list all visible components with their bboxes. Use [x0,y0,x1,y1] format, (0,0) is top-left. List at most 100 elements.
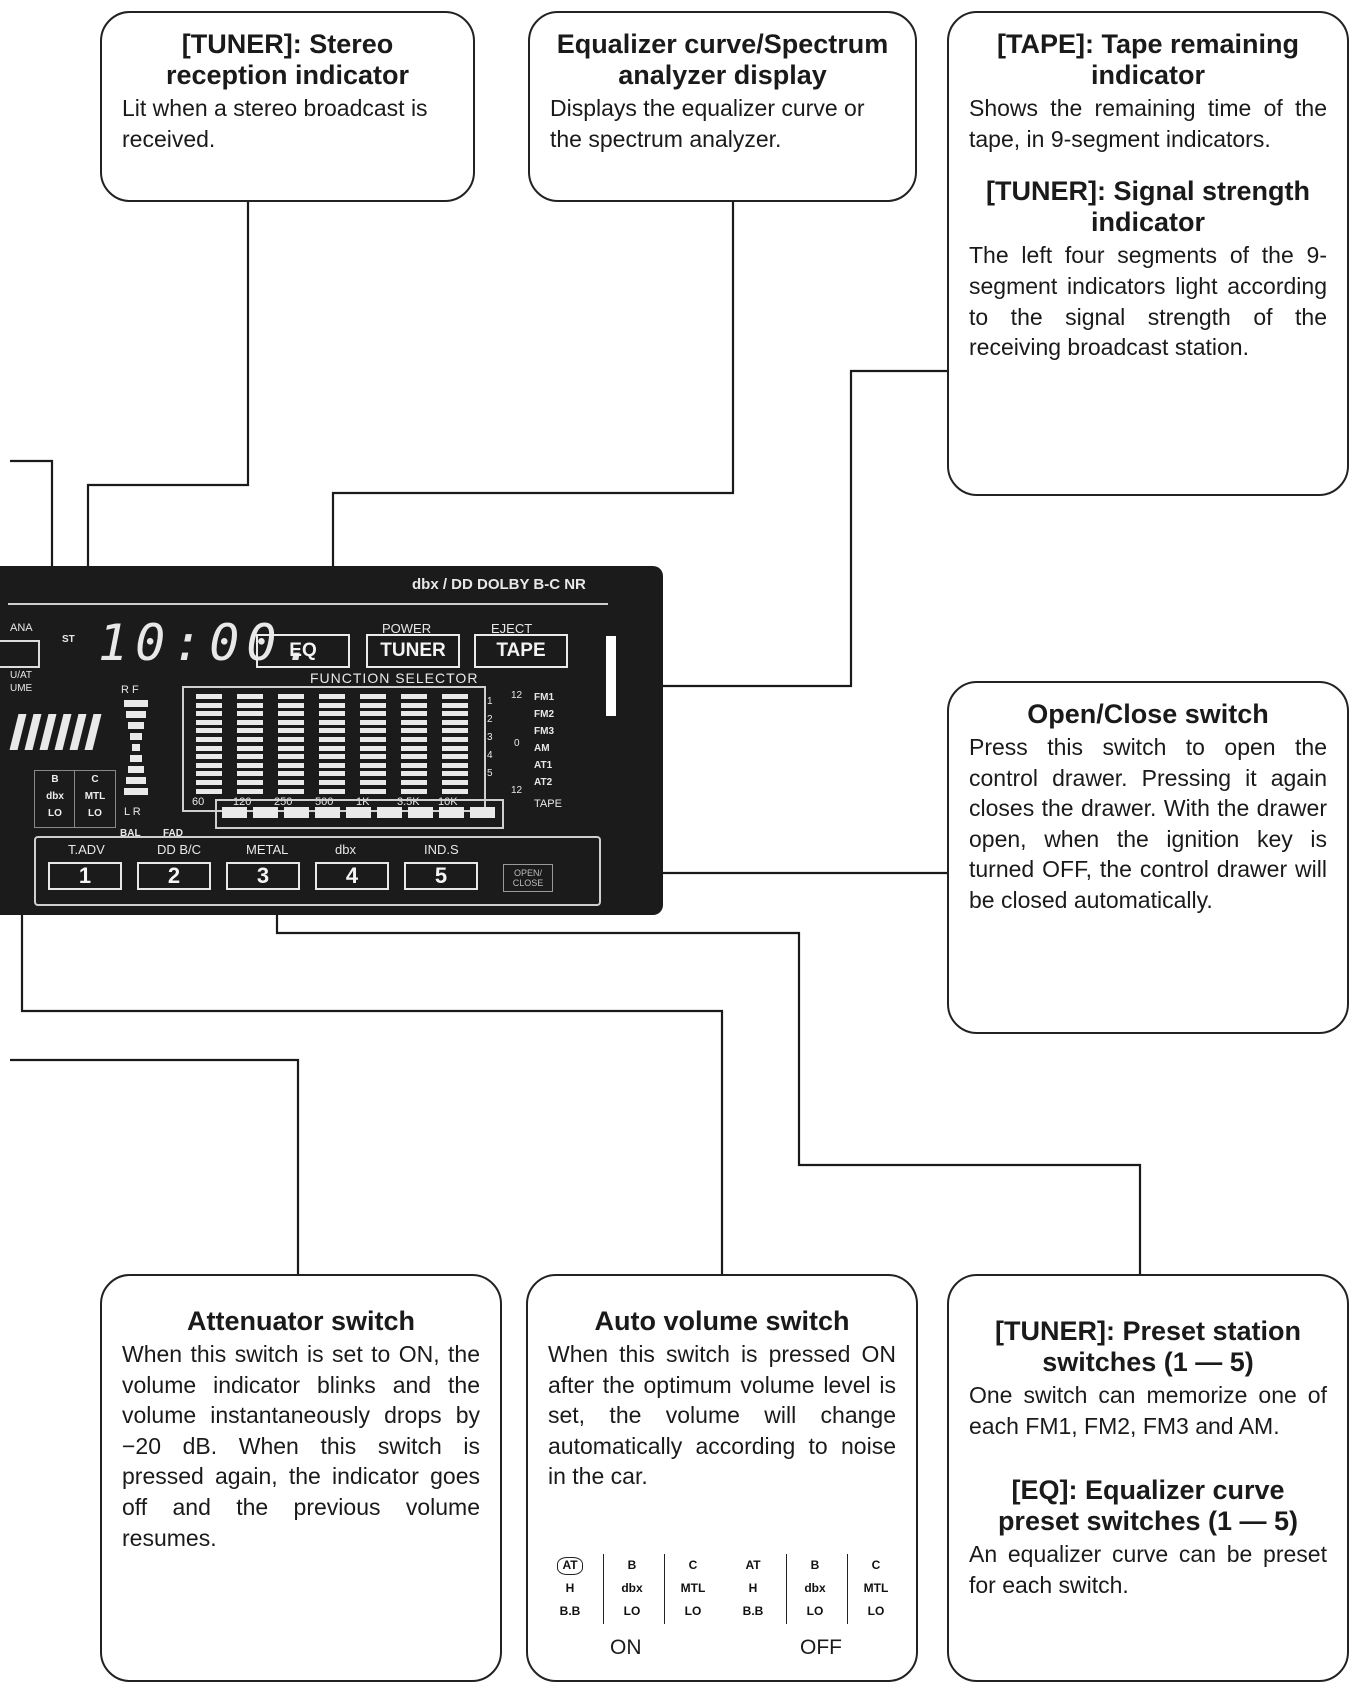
eq-segment [278,719,304,725]
eq-segment [319,719,345,725]
eq-segment [319,754,345,760]
indicator-bot: LO [684,1603,702,1618]
indicator-mid: MTL [863,1580,889,1595]
tuner-button[interactable]: TUNER [366,634,460,668]
band-label: FM2 [534,709,554,720]
callout-title: [TUNER]: Preset station switches (1 — 5) [994,1316,1302,1378]
signal-segment [128,722,144,729]
eq-segment [319,771,345,777]
preset-button-4[interactable]: 4 [315,862,389,890]
preset-button-2[interactable]: 2 [137,862,211,890]
eq-segment [196,745,222,751]
eq-segment [360,728,386,734]
callout-text: When this switch is pressed ON after the… [548,1341,896,1490]
eq-segment [401,694,427,699]
tape-segment [315,807,340,818]
eq-segment [401,771,427,777]
eq-segment [360,711,386,717]
volume-segment [39,714,57,750]
eq-segment [360,788,386,794]
callout-text: Press this switch to open the control dr… [969,734,1327,913]
indicator-top: B [810,1558,820,1572]
signal-segment [126,777,146,784]
preset-button-3[interactable]: 3 [226,862,300,890]
eq-segment [319,762,345,768]
tape-label-small: TAPE [534,798,562,810]
preset-button-5[interactable]: 5 [404,862,478,890]
scale-mid: 0 [514,738,520,749]
tape-segment [470,807,495,818]
callout-text: Displays the equalizer curve or the spec… [550,95,865,152]
bal-label: BAL [120,828,141,839]
eq-segment [360,702,386,708]
eq-segment [196,728,222,734]
eq-segment [237,737,263,742]
open-close-button[interactable]: OPEN/ CLOSE [503,864,553,892]
eq-segment [401,702,427,708]
callout-title: Equalizer curve/Spectrum analyzer displa… [556,29,889,91]
tape-remaining-bar [215,799,504,829]
signal-segment [128,766,144,773]
side-notch [606,636,616,716]
eq-segment [278,771,304,777]
line-left-bottom [20,885,724,1274]
preset-button-1[interactable]: 1 [48,862,122,890]
signal-segment [132,744,140,751]
eq-segment [442,780,468,785]
indicator-mid: dbx [804,1580,826,1595]
eq-segment [319,737,345,742]
eq-segment [196,762,222,768]
mini-indicator-b: B dbx LO [34,770,76,828]
band-label: AT2 [534,777,553,788]
eq-segment [237,745,263,751]
eq-segment [278,754,304,760]
preset-function-label: dbx [335,842,356,857]
eq-button[interactable]: EQ [256,634,350,668]
eq-segment [401,745,427,751]
band-label: AM [534,743,550,754]
scale-number: 3 [487,732,493,743]
band-label: FM3 [534,726,554,737]
tape-button[interactable]: TAPE [474,634,568,668]
eq-segment [319,702,345,708]
eq-segment [319,788,345,794]
line-preset [275,873,1142,1274]
eq-segment [237,702,263,708]
eq-segment [278,788,304,794]
callout-attenuator: Attenuator switch When this switch is se… [100,1274,502,1682]
indicator-bot: LO [623,1603,641,1618]
indicator-mid: MTL [680,1580,706,1595]
eq-segment [442,745,468,751]
eq-segment [237,728,263,734]
line-signal-strength [505,369,947,688]
eq-segment [442,762,468,768]
scale-bottom: 12 [511,785,523,796]
callout-auto-volume: Auto volume switch When this switch is p… [526,1274,918,1682]
eq-segment [401,719,427,725]
callout-title: Auto volume switch [594,1306,850,1336]
eq-segment [442,771,468,777]
eq-segment [319,728,345,734]
eq-segment [196,702,222,708]
indicator-top: AT [745,1558,761,1572]
eq-segment [442,788,468,794]
callout-title: Open/Close switch [1027,699,1269,729]
eq-segment [442,719,468,725]
eq-frequency-label: 60 [192,796,205,808]
indicator-top: B [627,1558,637,1572]
eq-segment [442,754,468,760]
callout-tape-remaining: [TAPE]: Tape remaining indicator Shows t… [947,11,1349,496]
eq-segment [237,762,263,768]
clock-display: 10:00. [98,614,321,672]
eq-segment [278,737,304,742]
eq-segment [196,754,222,760]
band-label: AT1 [534,760,553,771]
eq-segment [360,745,386,751]
callout-text: When this switch is set to ON, the volum… [122,1341,480,1551]
preset-function-label: METAL [246,842,289,857]
eq-segment [360,771,386,777]
indicator-mid: H [565,1580,575,1595]
eq-segment [196,780,222,785]
